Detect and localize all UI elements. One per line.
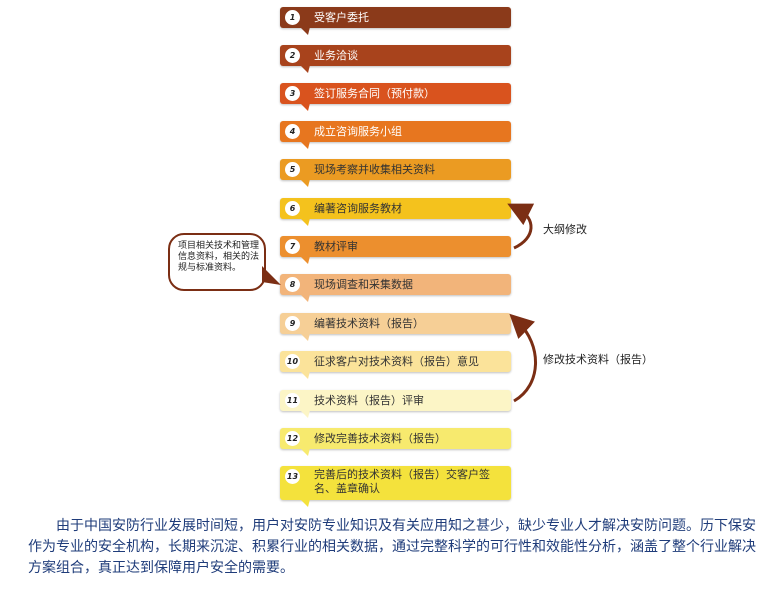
step-7: 7 教材评审 [280, 236, 511, 264]
report-revision-label: 修改技术资料（报告） [543, 353, 653, 366]
step-5: 5 现场考察并收集相关资料 [280, 159, 511, 187]
step-number: 11 [285, 393, 300, 408]
step-12: 12 修改完善技术资料（报告） [280, 428, 511, 456]
step-2: 2 业务洽谈 [280, 45, 511, 73]
step-number: 8 [285, 277, 300, 292]
step-label: 完善后的技术资料（报告）交客户签名、盖章确认 [314, 468, 490, 495]
step-number: 1 [285, 10, 300, 25]
outline-loop-arrow [507, 203, 535, 250]
step-number: 12 [285, 431, 300, 446]
step-number: 4 [285, 124, 300, 139]
step-label: 编著技术资料（报告） [314, 317, 424, 330]
note-pointer-icon [262, 266, 281, 285]
step-10: 10 征求客户对技术资料（报告）意见 [280, 351, 511, 379]
step-label: 受客户委托 [314, 11, 369, 24]
step-1: 1 受客户委托 [280, 7, 511, 35]
step-label: 业务洽谈 [314, 49, 358, 62]
step-label: 征求客户对技术资料（报告）意见 [314, 355, 479, 368]
step-number: 7 [285, 239, 300, 254]
step-label: 成立咨询服务小组 [314, 125, 402, 138]
step-11: 11 技术资料（报告）评审 [280, 390, 511, 418]
outline-revision-label: 大纲修改 [543, 223, 587, 236]
step-label: 现场考察并收集相关资料 [314, 163, 435, 176]
step-number: 3 [285, 86, 300, 101]
step-number: 9 [285, 316, 300, 331]
step-label: 教材评审 [314, 240, 358, 253]
step-3: 3 签订服务合同（预付款） [280, 83, 511, 111]
intro-paragraph: 由于中国安防行业发展时间短，用户对安防专业知识及有关应用知之甚少，缺少专业人才解… [28, 518, 756, 576]
step-number: 5 [285, 162, 300, 177]
report-loop-arrow [509, 313, 537, 403]
source-note-bubble: 项目相关技术和管理信息资料，相关的法规与标准资料。 [168, 233, 266, 291]
step-number: 13 [285, 469, 300, 484]
step-number: 10 [285, 354, 300, 369]
step-6: 6 编著咨询服务教材 [280, 198, 511, 226]
step-label: 修改完善技术资料（报告） [314, 432, 446, 445]
step-13: 13 完善后的技术资料（报告）交客户签名、盖章确认 [280, 466, 511, 507]
step-4: 4 成立咨询服务小组 [280, 121, 511, 149]
step-label: 编著咨询服务教材 [314, 202, 402, 215]
step-9: 9 编著技术资料（报告） [280, 313, 511, 341]
step-number: 2 [285, 48, 300, 63]
source-note-text: 项目相关技术和管理信息资料，相关的法规与标准资料。 [178, 241, 260, 273]
step-number: 6 [285, 201, 300, 216]
step-label: 现场调查和采集数据 [314, 278, 413, 291]
step-label: 技术资料（报告）评审 [314, 394, 424, 407]
step-8: 8 现场调查和采集数据 [280, 274, 511, 302]
step-label: 签订服务合同（预付款） [314, 87, 435, 100]
